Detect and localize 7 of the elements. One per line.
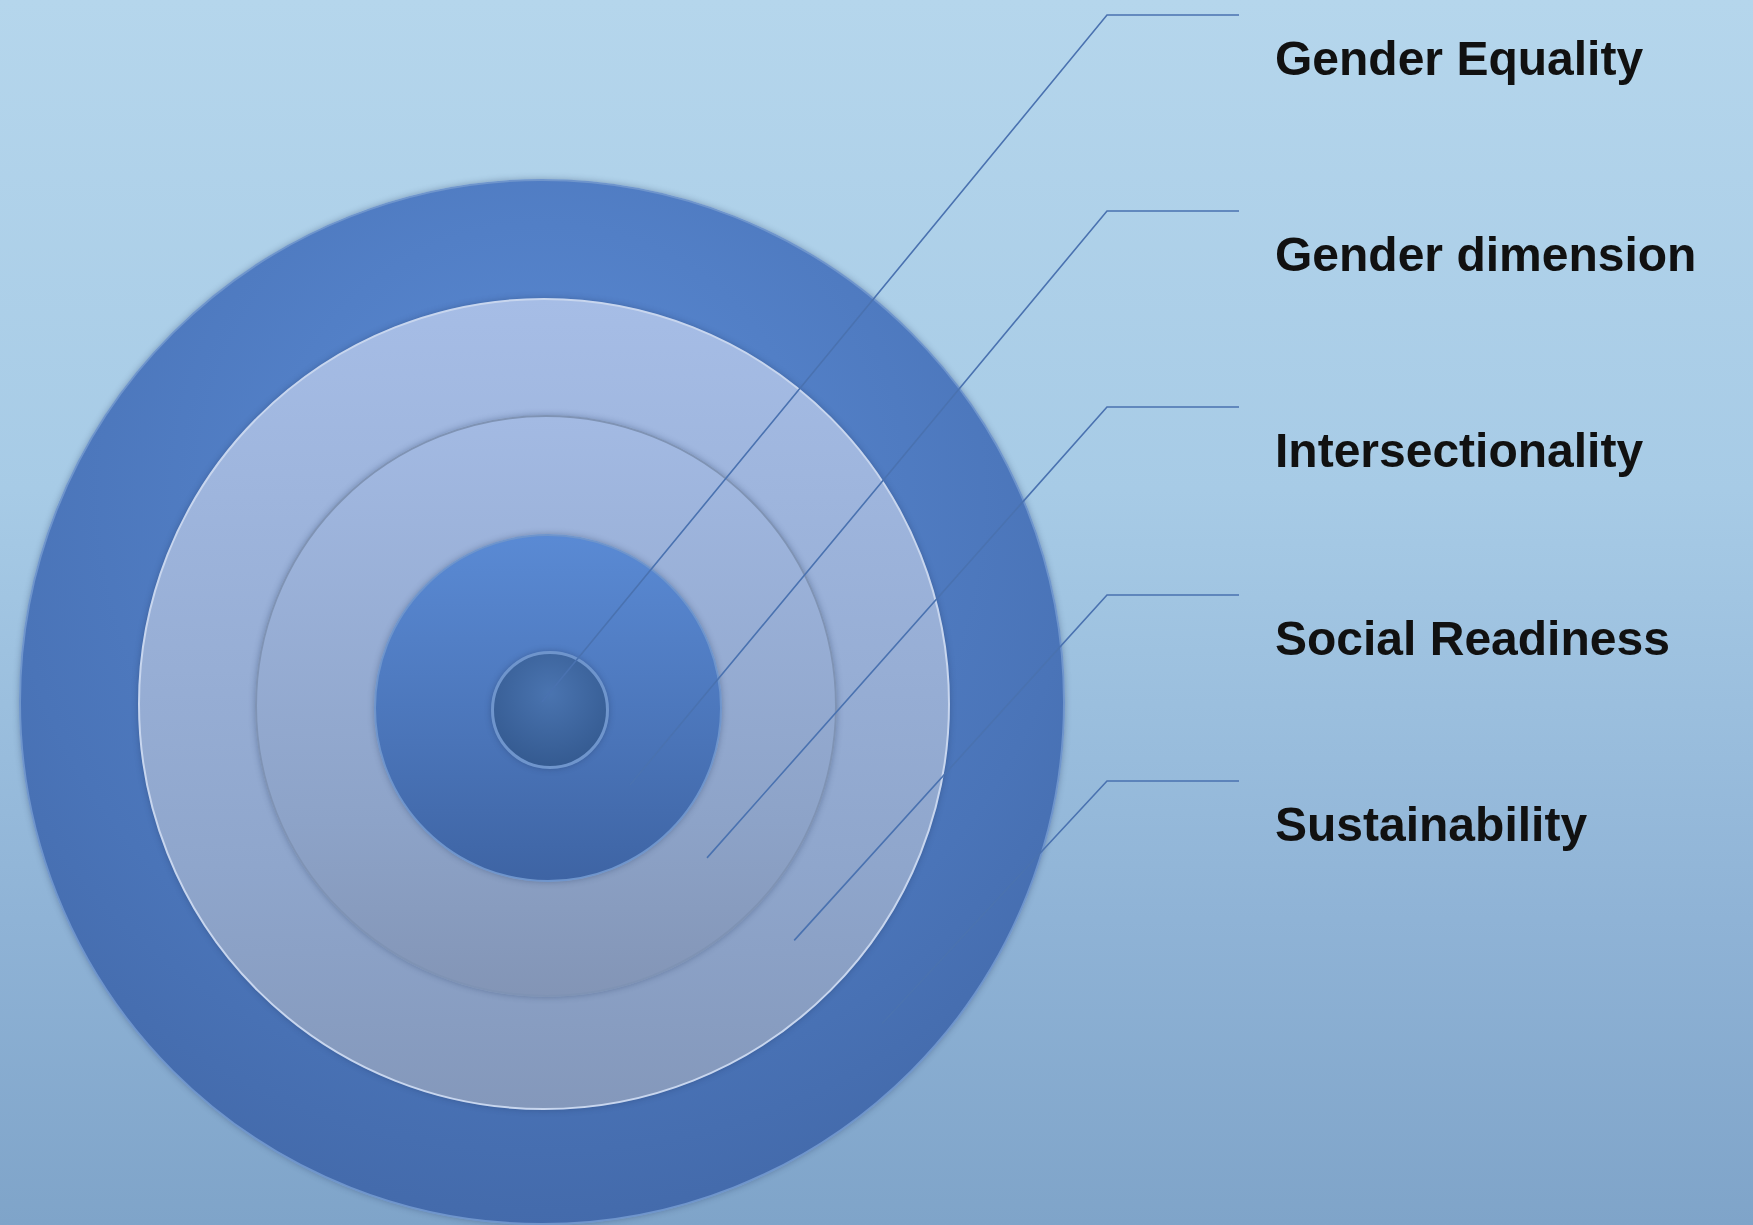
topic-label: Gender Equality (1275, 29, 1644, 89)
leader-line (793, 594, 1240, 942)
topic-label: Gender dimension (1275, 225, 1697, 285)
leader-line (706, 406, 1240, 859)
topic-label: Intersectionality (1275, 421, 1644, 481)
topic-label: Social Readiness (1275, 609, 1670, 669)
topic-label: Sustainability (1275, 795, 1588, 855)
